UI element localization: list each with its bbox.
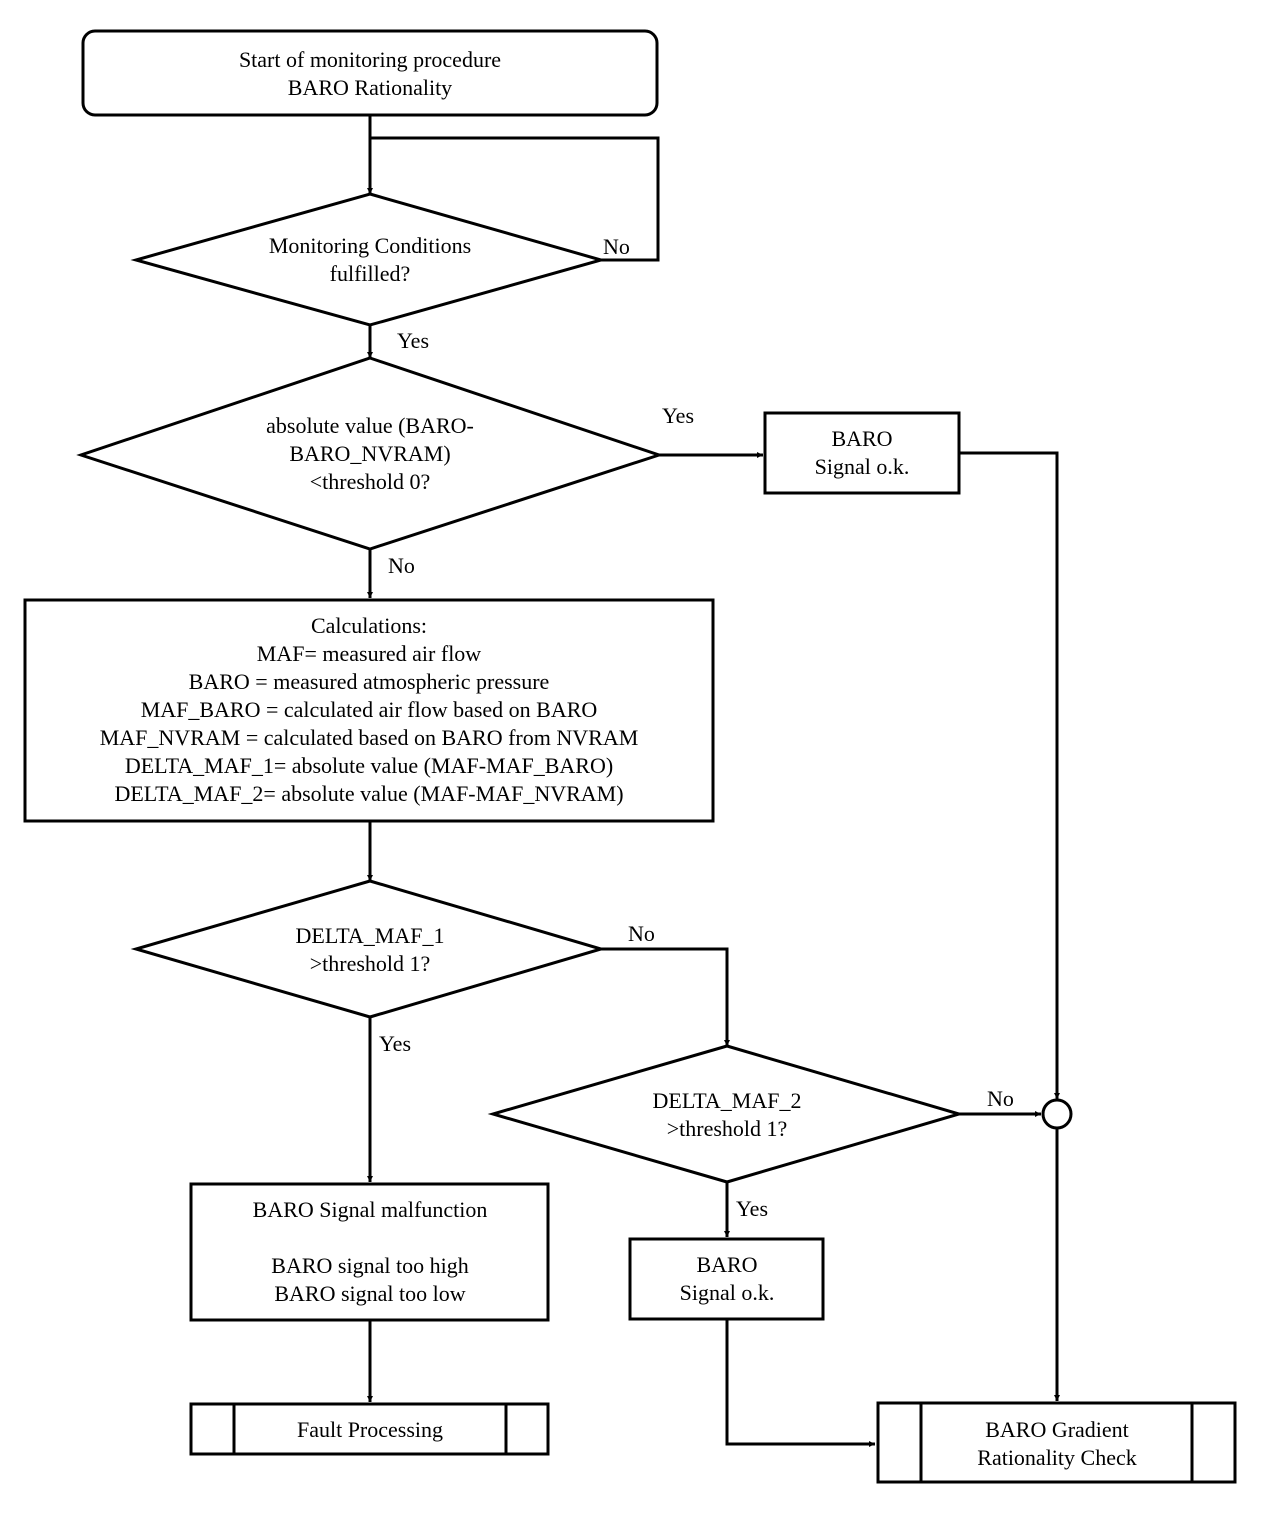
conditions-line-2: fulfilled? bbox=[330, 261, 411, 286]
calc-line-3: BARO = measured atmospheric pressure bbox=[189, 669, 550, 694]
ok-top-line-1: BARO bbox=[831, 426, 892, 451]
gradient-line-1: BARO Gradient bbox=[985, 1417, 1129, 1442]
abs-check-line-2: BARO_NVRAM) bbox=[289, 441, 450, 466]
label-delta1-yes: Yes bbox=[379, 1031, 411, 1056]
baro-signal-malfunction: BARO Signal malfunction BARO signal too … bbox=[189, 1182, 550, 1322]
malfunction-line-4: BARO signal too low bbox=[274, 1281, 465, 1306]
gradient-check-node: BARO Gradient Rationality Check bbox=[876, 1401, 1237, 1484]
delta1-line-1: DELTA_MAF_1 bbox=[296, 923, 445, 948]
delta2-line-2: >threshold 1? bbox=[667, 1116, 788, 1141]
ok-bottom-line-1: BARO bbox=[696, 1252, 757, 1277]
edge-ok-top-to-junction bbox=[959, 451, 1060, 1099]
delta-maf-2-decision: DELTA_MAF_2 >threshold 1? bbox=[487, 1044, 965, 1184]
delta1-line-2: >threshold 1? bbox=[310, 951, 431, 976]
abs-check-line-1: absolute value (BARO- bbox=[266, 413, 474, 438]
calc-line-6: DELTA_MAF_1= absolute value (MAF-MAF_BAR… bbox=[125, 753, 613, 778]
ok-top-line-2: Signal o.k. bbox=[815, 454, 910, 479]
fault-label: Fault Processing bbox=[297, 1417, 443, 1442]
edge-conditions-no-loop bbox=[370, 136, 660, 262]
start-line-1: Start of monitoring procedure bbox=[239, 47, 501, 72]
delta2-line-1: DELTA_MAF_2 bbox=[653, 1088, 802, 1113]
abs-check-line-3: <threshold 0? bbox=[310, 469, 431, 494]
connectors bbox=[367, 116, 1060, 1447]
absolute-value-decision: absolute value (BARO- BARO_NVRAM) <thres… bbox=[76, 356, 664, 551]
label-conditions-yes: Yes bbox=[397, 328, 429, 353]
label-delta2-yes: Yes bbox=[736, 1196, 768, 1221]
merge-junction bbox=[1041, 1098, 1073, 1130]
edge-labels: No Yes Yes No No Yes No Yes bbox=[379, 234, 1014, 1221]
calc-line-5: MAF_NVRAM = calculated based on BARO fro… bbox=[100, 725, 639, 750]
delta-maf-1-decision: DELTA_MAF_1 >threshold 1? bbox=[130, 879, 607, 1019]
start-node: Start of monitoring procedure BARO Ratio… bbox=[81, 29, 659, 117]
edge-ok-bottom-to-gradient bbox=[725, 1319, 875, 1447]
malfunction-line-3: BARO signal too high bbox=[271, 1253, 468, 1278]
calc-line-4: MAF_BARO = calculated air flow based on … bbox=[141, 697, 598, 722]
calc-line-7: DELTA_MAF_2= absolute value (MAF-MAF_NVR… bbox=[114, 781, 623, 806]
baro-signal-ok-bottom: BARO Signal o.k. bbox=[628, 1237, 825, 1321]
edge-delta1-no bbox=[601, 947, 730, 1046]
conditions-line-1: Monitoring Conditions bbox=[269, 233, 471, 258]
start-line-2: BARO Rationality bbox=[288, 75, 452, 100]
fault-processing-node: Fault Processing bbox=[189, 1402, 550, 1456]
malfunction-line-1: BARO Signal malfunction bbox=[253, 1197, 488, 1222]
monitoring-conditions-decision: Monitoring Conditions fulfilled? bbox=[130, 192, 607, 327]
label-delta2-no: No bbox=[987, 1086, 1014, 1111]
calc-line-1: Calculations: bbox=[311, 613, 427, 638]
label-delta1-no: No bbox=[628, 921, 655, 946]
calculations-box: Calculations: MAF= measured air flow BAR… bbox=[23, 598, 715, 823]
label-conditions-no: No bbox=[603, 234, 630, 259]
label-abs-no: No bbox=[388, 553, 415, 578]
baro-signal-ok-top: BARO Signal o.k. bbox=[763, 411, 961, 495]
calc-line-2: MAF= measured air flow bbox=[257, 641, 482, 666]
ok-bottom-line-2: Signal o.k. bbox=[680, 1280, 775, 1305]
label-abs-yes: Yes bbox=[662, 403, 694, 428]
gradient-line-2: Rationality Check bbox=[977, 1445, 1136, 1470]
